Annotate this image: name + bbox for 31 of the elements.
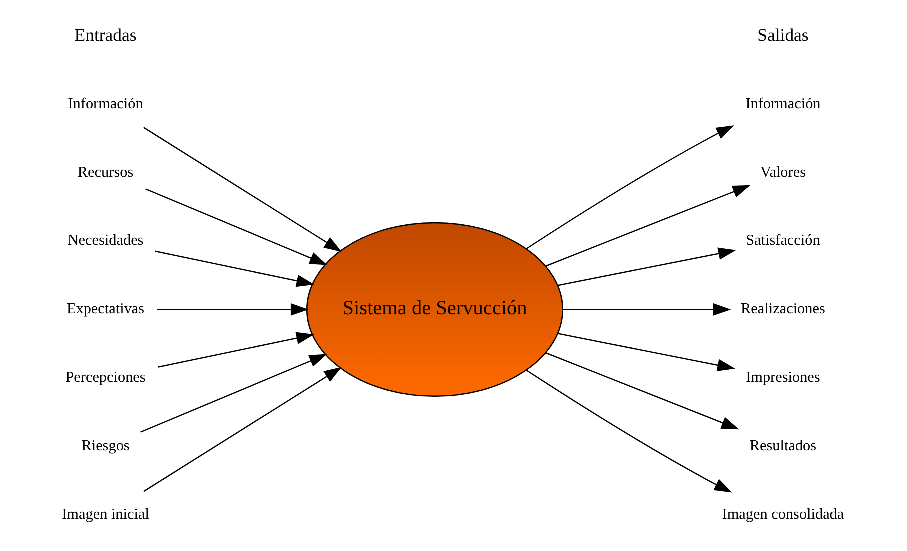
node-text: Percepciones [65,368,146,386]
arrow [145,188,328,266]
node-ellipse: Sistema de Servucción [306,222,564,398]
node-text: Riesgos [81,437,130,454]
node-text: Valores [760,164,806,181]
arrow [140,354,327,433]
label: Entradas [74,24,136,45]
node-text: Información [68,95,143,112]
node-text: Necesidades [67,232,144,250]
arrow [158,332,314,368]
arrow [154,250,314,288]
node-text: Información [745,95,820,112]
label: Salidas [757,24,808,45]
arrow [545,352,739,430]
arrow [558,333,735,372]
node-text: Realizaciones [740,300,825,318]
arrow [558,248,736,286]
node-text: Recursos [77,164,134,181]
node-text: Satisfacción [746,232,820,250]
arrow [562,303,731,316]
arrow [156,303,308,316]
arrow [545,185,750,267]
node-text: Expectativas [66,300,144,318]
arrow [526,126,734,250]
node-text: Imagen consolidada [722,506,844,523]
arrow [143,367,342,492]
arrow [526,370,732,493]
node-text: Impresiones [746,368,820,386]
arrow [143,127,342,252]
node-text: Imagen inicial [62,506,149,523]
node-text: Resultados [749,437,816,454]
